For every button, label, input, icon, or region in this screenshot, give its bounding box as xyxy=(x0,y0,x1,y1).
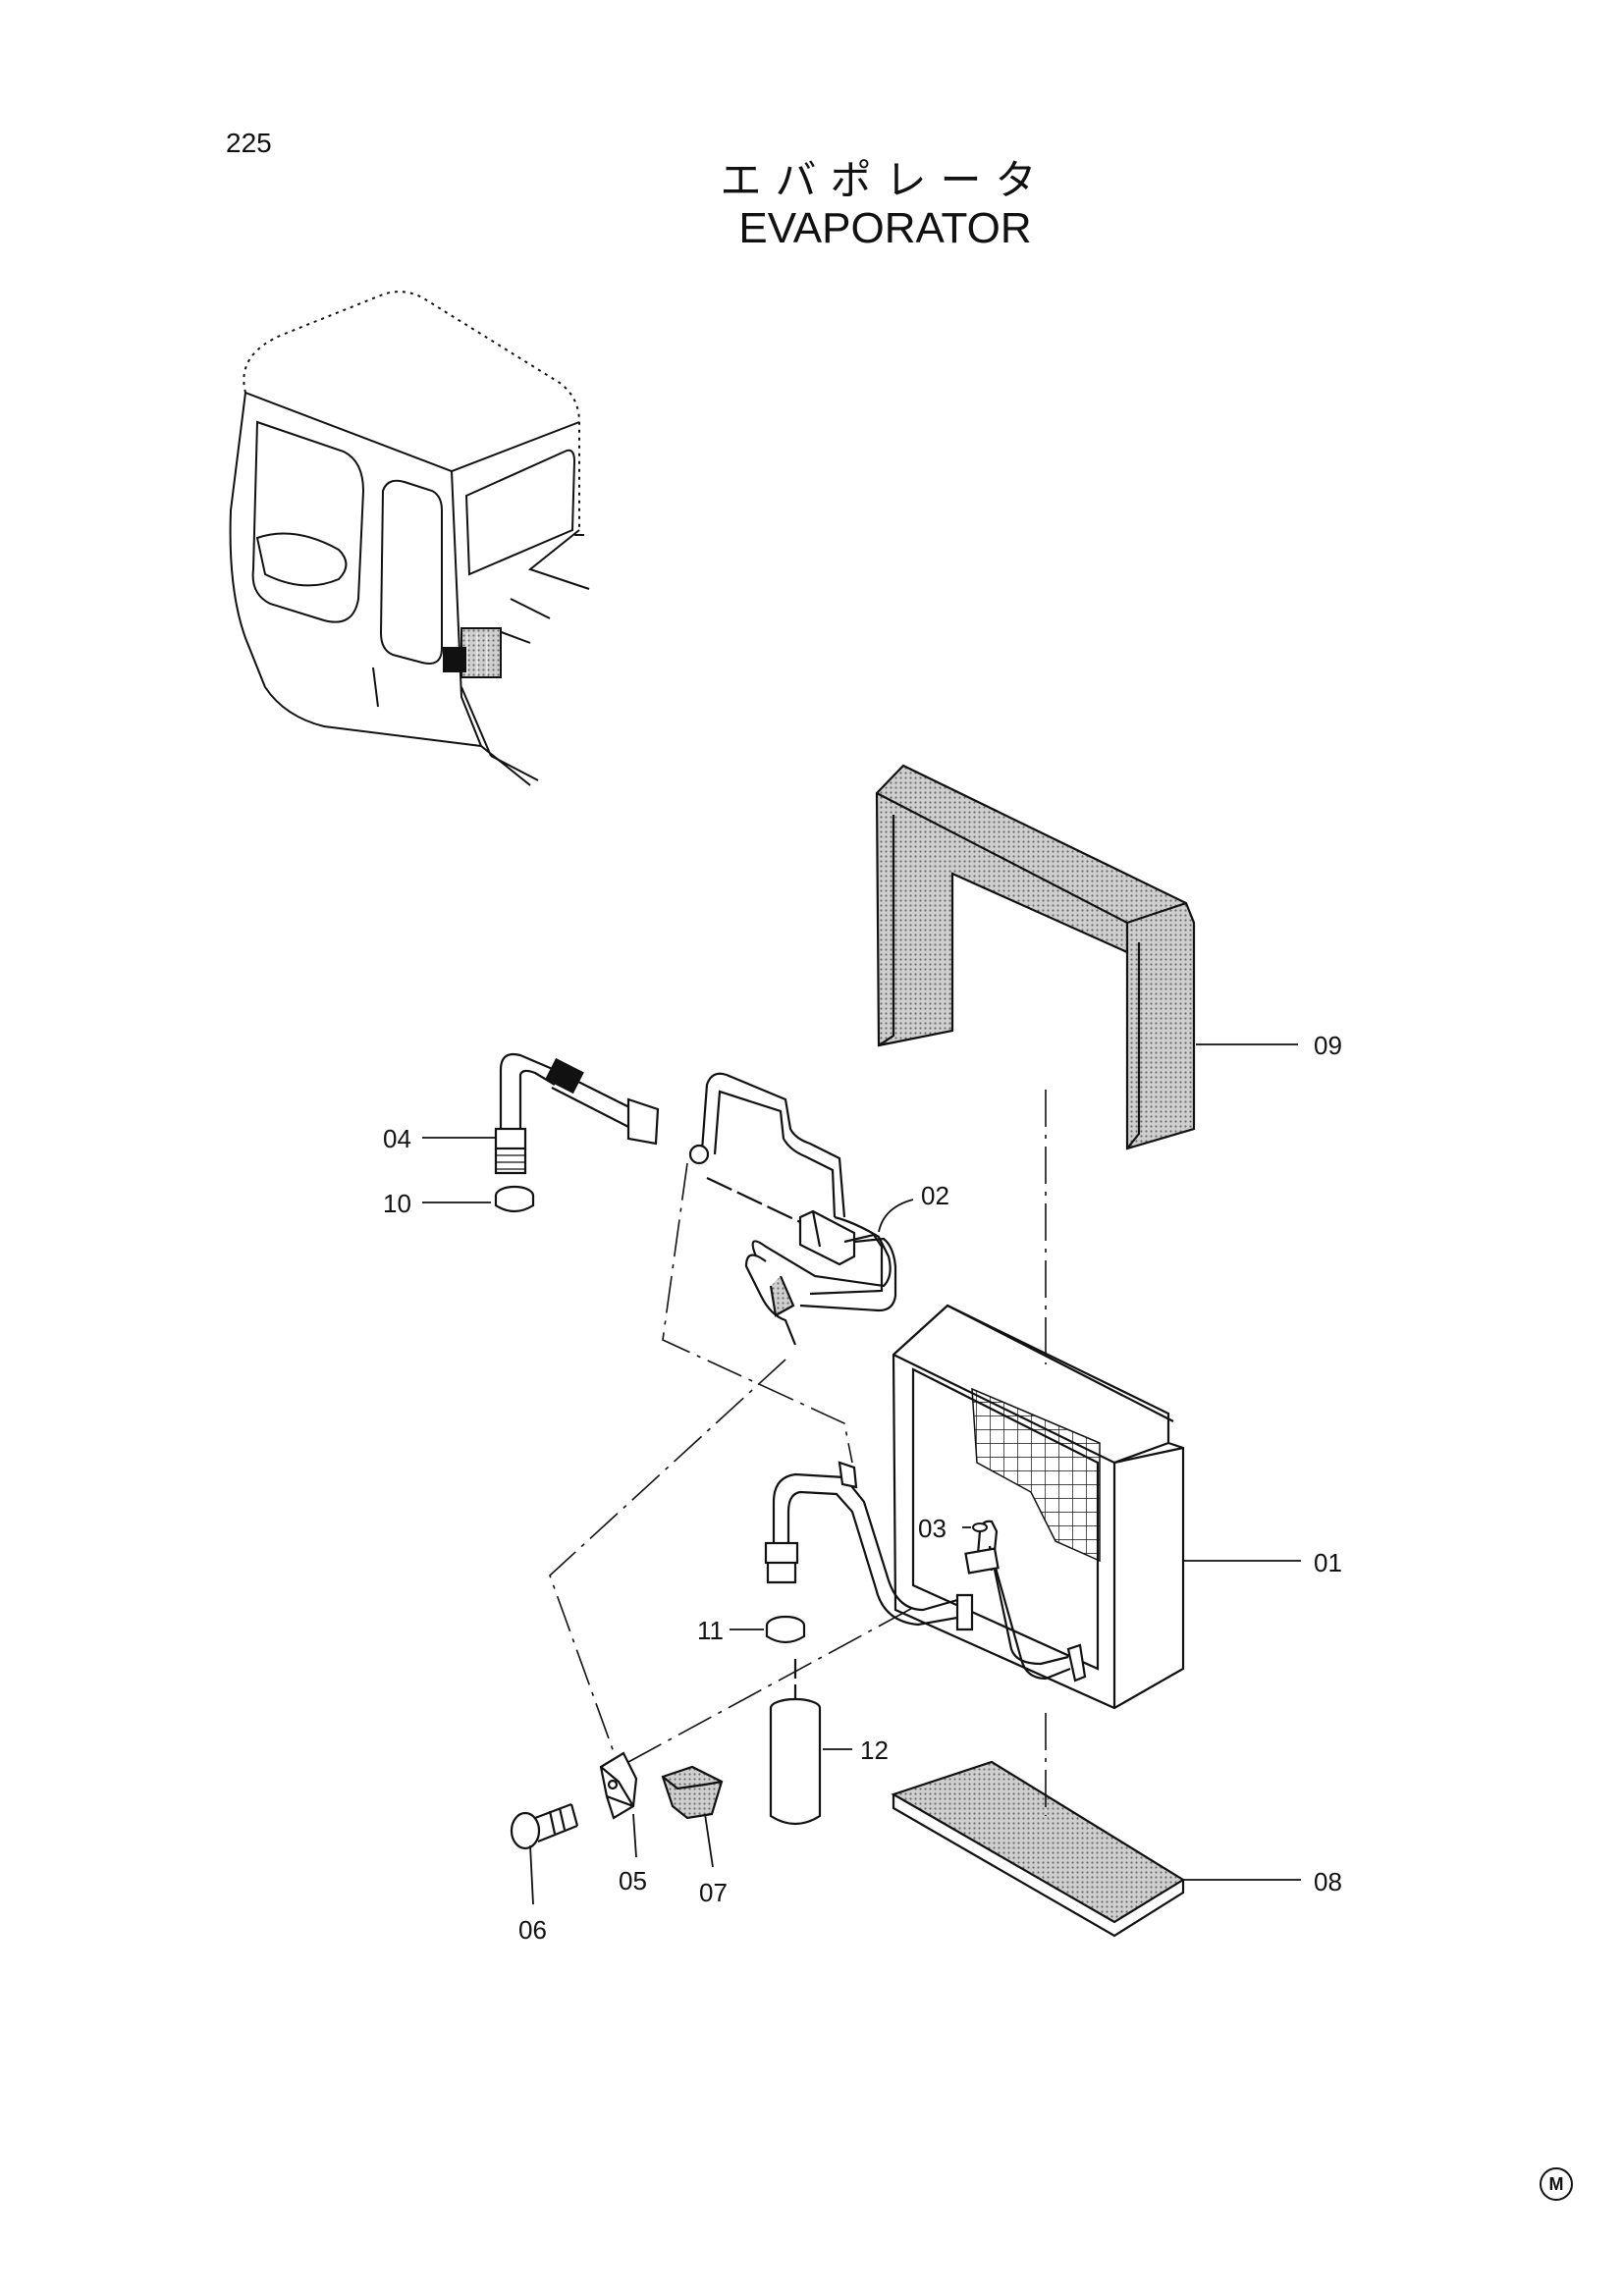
part-09-seal-cover xyxy=(875,764,1196,1150)
callout-leaders xyxy=(422,1043,1301,1905)
callout-09: 09 xyxy=(1314,1031,1342,1060)
part-04-pipe-fitting xyxy=(494,1052,660,1175)
callout-01: 01 xyxy=(1314,1548,1342,1577)
lower-refrigerant-pipe xyxy=(764,1461,1087,1682)
page-title-japanese: エバポレータ xyxy=(720,156,1051,204)
cab-overview-illustration xyxy=(229,291,590,786)
part-01-evaporator-core xyxy=(892,1304,1185,1710)
part-07-pad xyxy=(661,1765,724,1820)
part-05-clamp xyxy=(599,1751,638,1820)
callout-12: 12 xyxy=(860,1735,889,1765)
callout-06: 06 xyxy=(518,1915,547,1945)
callout-05: 05 xyxy=(619,1866,647,1896)
part-12-receiver-drier xyxy=(769,1659,822,1826)
page-number: 225 xyxy=(226,128,272,158)
callout-04: 04 xyxy=(383,1124,411,1153)
part-08-seal-strip xyxy=(891,1760,1186,1938)
part-11-o-ring xyxy=(765,1615,806,1644)
manufacturer-mark: M xyxy=(1540,2167,1573,2201)
callout-11: 11 xyxy=(697,1616,724,1645)
part-03-o-ring-small xyxy=(972,1522,988,1532)
part-02-expansion-valve-lines xyxy=(688,1072,897,1346)
callout-10: 10 xyxy=(383,1189,411,1218)
callout-labels: 09 01 08 04 10 02 03 11 12 05 07 06 xyxy=(383,1031,1342,1945)
callout-03: 03 xyxy=(918,1514,947,1543)
assembly-guide-lines xyxy=(549,1090,1047,1816)
callout-08: 08 xyxy=(1314,1867,1342,1896)
callout-02: 02 xyxy=(921,1181,949,1210)
part-06-bolt xyxy=(510,1802,579,1850)
page-title-english: EVAPORATOR xyxy=(738,204,1032,252)
callout-07: 07 xyxy=(699,1878,728,1907)
part-10-o-ring xyxy=(494,1185,535,1213)
